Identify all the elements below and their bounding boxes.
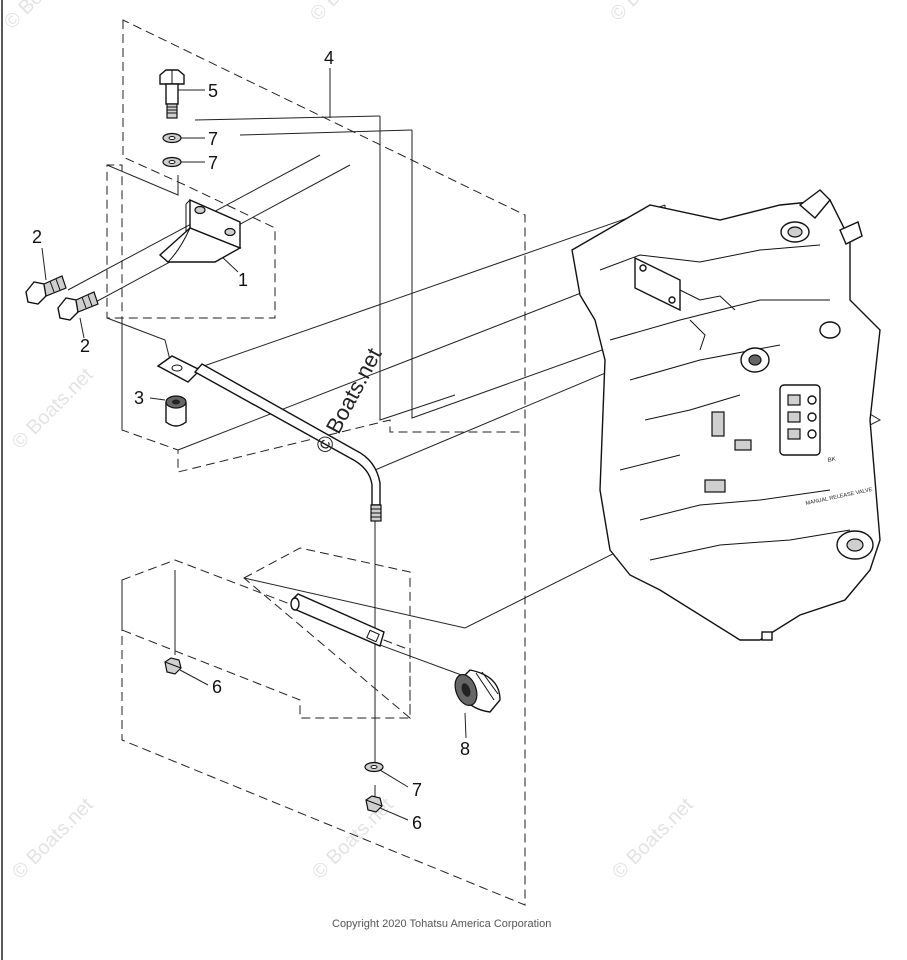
- bolt-part-5: [159, 69, 185, 119]
- callout-5: 5: [208, 81, 218, 101]
- watermark: © Boats.net: [606, 0, 696, 26]
- callout-8: 8: [460, 739, 470, 759]
- callout-labels: 4 5 7 7 1 2 2 3 6 8 7 6: [32, 48, 470, 833]
- watermark: © Boats.net: [8, 794, 98, 884]
- nut-part-6-left: [164, 657, 182, 675]
- housing-text-bk: BK: [827, 457, 836, 464]
- callout-2-lower: 2: [80, 336, 90, 356]
- washer-part-7-lower: [364, 761, 384, 773]
- sleeve-group-outline: [243, 547, 411, 720]
- cable-group-outline: [121, 559, 411, 719]
- callout-leaders: [41, 68, 467, 821]
- bolt-part-2-upper: [25, 275, 67, 305]
- nut-part-6-lower: [365, 795, 383, 813]
- assembly-3-outline: [106, 19, 526, 473]
- watermark: © Boats.net: [308, 794, 398, 884]
- copyright-text: Copyright 2020 Tohatsu America Corporati…: [332, 918, 551, 930]
- callout-2-upper: 2: [32, 227, 42, 247]
- sleeve-shaft: [290, 593, 385, 647]
- knob-part-8: [454, 669, 501, 713]
- watermark: © Boats.net: [306, 0, 396, 26]
- collar-part-4: [165, 395, 187, 427]
- washer-part-7-upper: [162, 132, 182, 144]
- callout-1: 1: [238, 270, 248, 290]
- background-watermarks: © Boats.net © Boats.net © Boats.net © Bo…: [0, 0, 698, 884]
- bracket-part-1: [158, 198, 242, 263]
- callout-7-upper: 7: [208, 129, 218, 149]
- swivel-housing: BK MANUAL RELEASE VALVE: [571, 189, 881, 641]
- callout-4: 3: [134, 388, 144, 408]
- callout-3: 4: [324, 48, 334, 68]
- callout-6-left: 6: [212, 677, 222, 697]
- watermark: © Boats.net: [608, 794, 698, 884]
- bolt-part-2-lower: [57, 291, 99, 321]
- center-watermark: © Boats.net: [310, 344, 386, 458]
- lower-bracket-outline: [121, 432, 526, 906]
- watermark: © Boats.net: [8, 364, 98, 454]
- washer-part-7-middle: [162, 156, 182, 168]
- callout-7-lower: 7: [412, 780, 422, 800]
- link-rod: [156, 355, 382, 522]
- watermark: © Boats.net: [0, 0, 90, 34]
- callout-6-lower: 6: [412, 813, 422, 833]
- callout-7-middle: 7: [208, 153, 218, 173]
